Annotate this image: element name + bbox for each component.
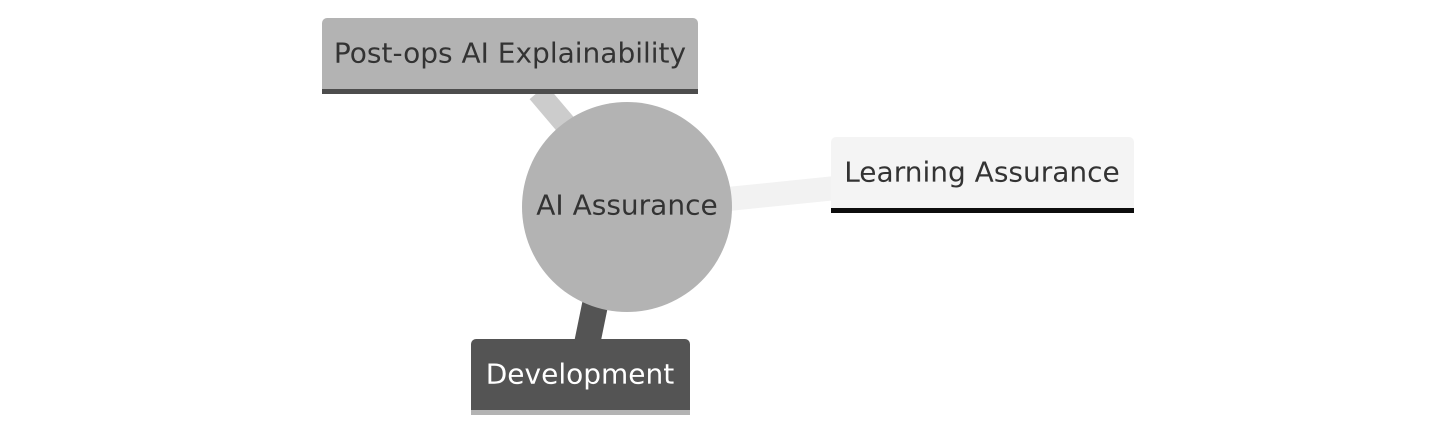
node-development[interactable]: Development: [471, 339, 690, 415]
node-learning-assurance-label: Learning Assurance: [844, 156, 1120, 189]
node-post-ops-box: [322, 18, 698, 94]
node-development-box: [471, 339, 690, 415]
node-post-ops-label: Post-ops AI Explainability: [334, 37, 686, 70]
node-post-ops-ai-explainability[interactable]: Post-ops AI Explainability: [322, 18, 698, 94]
node-learning-assurance-underline: [831, 208, 1134, 213]
node-learning-assurance-box: [831, 137, 1134, 213]
edge-development: [574, 297, 609, 347]
node-post-ops-underline: [322, 89, 698, 94]
root-circle: [522, 102, 732, 312]
edge-learning-assurance: [726, 176, 838, 211]
node-development-label: Development: [486, 358, 675, 391]
root-label: AI Assurance: [536, 189, 717, 222]
node-learning-assurance[interactable]: Learning Assurance: [831, 137, 1134, 213]
node-ai-assurance-root[interactable]: AI Assurance: [522, 102, 732, 312]
node-development-underline: [471, 410, 690, 415]
